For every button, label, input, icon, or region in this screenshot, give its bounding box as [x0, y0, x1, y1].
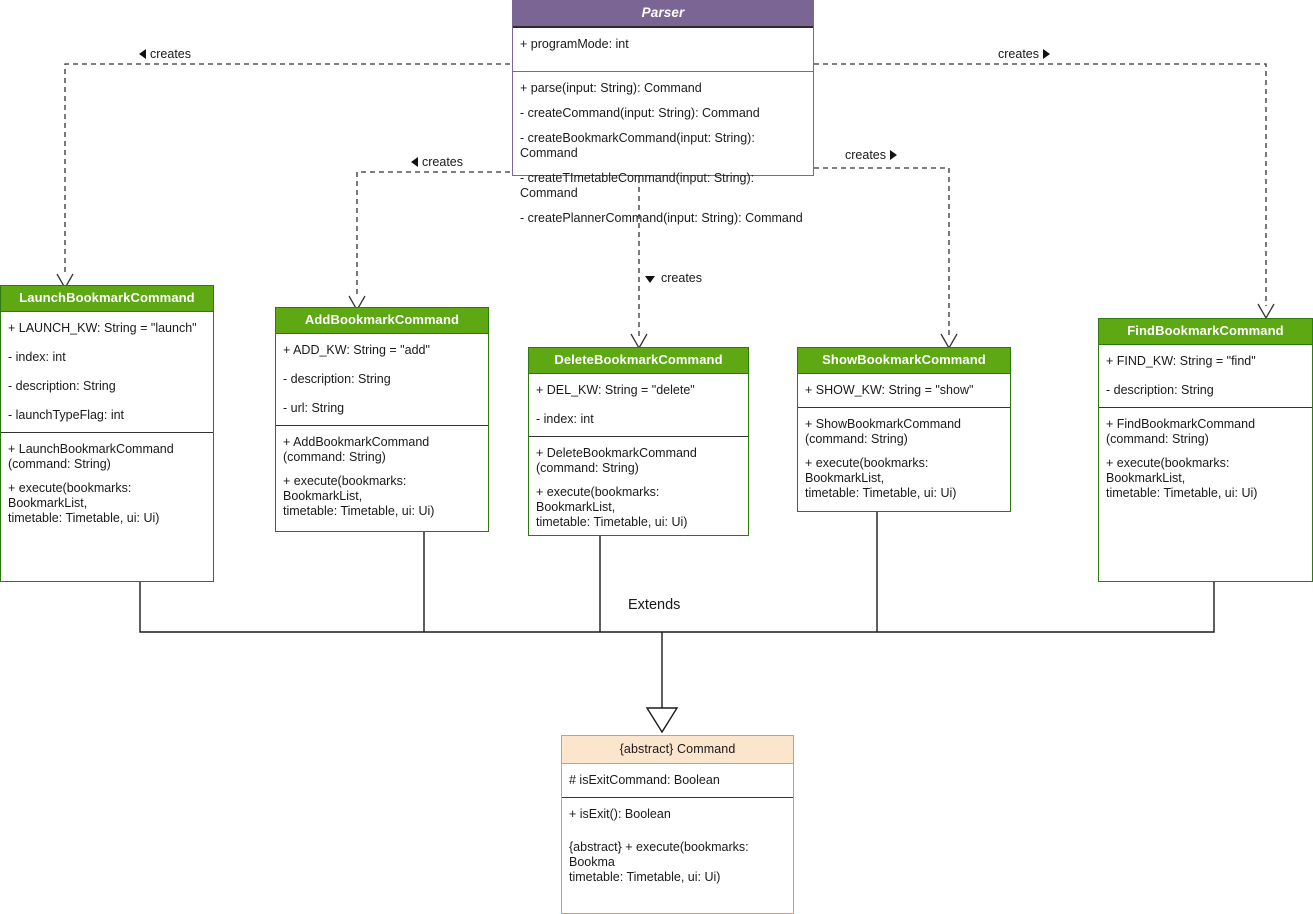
- class-operations-show-bookmark-command: + ShowBookmarkCommand (command: String) …: [798, 407, 1010, 519]
- class-attributes-abstract-command: # isExitCommand: Boolean: [562, 763, 793, 797]
- attribute-item: - index: int: [8, 350, 66, 364]
- class-box-add-bookmark-command[interactable]: AddBookmarkCommand + ADD_KW: String = "a…: [275, 307, 489, 532]
- attribute-item: - description: String: [283, 372, 391, 386]
- operation-item: + execute(bookmarks: BookmarkList, timet…: [283, 474, 435, 518]
- class-title-parser: Parser: [513, 1, 813, 26]
- operation-item: + execute(bookmarks: BookmarkList, timet…: [8, 481, 160, 525]
- attribute-item: + DEL_KW: String = "delete": [536, 383, 695, 397]
- attribute-item: - index: int: [536, 412, 594, 426]
- operation-item: + parse(input: String): Command: [520, 81, 702, 95]
- attribute-item: + SHOW_KW: String = "show": [805, 383, 974, 397]
- dependency-parser-to-launch: [56, 63, 510, 290]
- edge-label-creates-delete: creates: [645, 271, 702, 285]
- class-title-abstract-command: {abstract} Command: [562, 736, 793, 763]
- operation-item: + DeleteBookmarkCommand (command: String…: [536, 446, 697, 475]
- class-attributes-add-bookmark-command: + ADD_KW: String = "add" - description: …: [276, 333, 488, 425]
- attribute-item: - description: String: [8, 379, 116, 393]
- class-operations-delete-bookmark-command: + DeleteBookmarkCommand (command: String…: [529, 436, 748, 548]
- attribute-item: - launchTypeFlag: int: [8, 408, 125, 422]
- attribute-item: + programMode: int: [520, 37, 629, 51]
- class-title-show-bookmark-command: ShowBookmarkCommand: [798, 348, 1010, 373]
- edge-label-creates-show: creates: [845, 148, 897, 162]
- operation-item: {abstract} + execute(bookmarks: Bookma t…: [569, 840, 749, 884]
- edge-label-creates-find: creates: [998, 47, 1050, 61]
- operation-item: + execute(bookmarks: BookmarkList, timet…: [1106, 456, 1258, 500]
- class-attributes-show-bookmark-command: + SHOW_KW: String = "show": [798, 373, 1010, 407]
- operation-item: + AddBookmarkCommand (command: String): [283, 435, 430, 464]
- operation-item: + execute(bookmarks: BookmarkList, timet…: [805, 456, 957, 500]
- operation-item: - createPlannerCommand(input: String): C…: [520, 211, 803, 225]
- class-title-delete-bookmark-command: DeleteBookmarkCommand: [529, 348, 748, 373]
- class-title-launch-bookmark-command: LaunchBookmarkCommand: [1, 286, 213, 311]
- operation-item: - createBookmarkCommand(input: String): …: [520, 131, 755, 160]
- arrow-down-icon: [645, 276, 655, 283]
- arrow-right-icon: [1043, 49, 1050, 59]
- class-attributes-launch-bookmark-command: + LAUNCH_KW: String = "launch" - index: …: [1, 311, 213, 432]
- dependency-parser-to-add: [348, 171, 510, 312]
- arrow-left-icon: [139, 49, 146, 59]
- operation-item: + execute(bookmarks: BookmarkList, timet…: [536, 485, 688, 529]
- class-operations-find-bookmark-command: + FindBookmarkCommand (command: String) …: [1099, 407, 1312, 581]
- arrow-right-icon: [890, 150, 897, 160]
- class-title-add-bookmark-command: AddBookmarkCommand: [276, 308, 488, 333]
- attribute-item: + LAUNCH_KW: String = "launch": [8, 321, 197, 335]
- class-box-launch-bookmark-command[interactable]: LaunchBookmarkCommand + LAUNCH_KW: Strin…: [0, 285, 214, 582]
- operation-item: + FindBookmarkCommand (command: String): [1106, 417, 1256, 446]
- class-attributes-delete-bookmark-command: + DEL_KW: String = "delete" - index: int: [529, 373, 748, 436]
- arrow-left-icon: [411, 157, 418, 167]
- operation-item: - createTImetableCommand(input: String):…: [520, 171, 755, 200]
- dependency-parser-to-show: [814, 167, 958, 350]
- class-attributes-find-bookmark-command: + FIND_KW: String = "find" - description…: [1099, 344, 1312, 407]
- class-operations-abstract-command: + isExit(): Boolean {abstract} + execute…: [562, 797, 793, 913]
- class-box-find-bookmark-command[interactable]: FindBookmarkCommand + FIND_KW: String = …: [1098, 318, 1313, 582]
- edge-label-creates-add: creates: [411, 155, 463, 169]
- edge-label-extends: Extends: [628, 597, 681, 613]
- operation-item: - createCommand(input: String): Command: [520, 106, 760, 120]
- class-operations-parser: + parse(input: String): Command - create…: [513, 71, 813, 245]
- attribute-item: # isExitCommand: Boolean: [569, 773, 720, 787]
- class-box-parser[interactable]: Parser + programMode: int + parse(input:…: [512, 0, 814, 225]
- class-title-find-bookmark-command: FindBookmarkCommand: [1099, 319, 1312, 344]
- class-attributes-parser: + programMode: int: [513, 26, 813, 71]
- dependency-parser-to-find: [814, 63, 1275, 320]
- class-box-show-bookmark-command[interactable]: ShowBookmarkCommand + SHOW_KW: String = …: [797, 347, 1011, 512]
- attribute-item: + FIND_KW: String = "find": [1106, 354, 1256, 368]
- attribute-item: - url: String: [283, 401, 345, 415]
- class-box-delete-bookmark-command[interactable]: DeleteBookmarkCommand + DEL_KW: String =…: [528, 347, 749, 536]
- attribute-item: - description: String: [1106, 383, 1214, 397]
- attribute-item: + ADD_KW: String = "add": [283, 343, 430, 357]
- class-operations-launch-bookmark-command: + LaunchBookmarkCommand (command: String…: [1, 432, 213, 581]
- operation-item: + ShowBookmarkCommand (command: String): [805, 417, 961, 446]
- operation-item: + isExit(): Boolean: [569, 807, 671, 821]
- operation-item: + LaunchBookmarkCommand (command: String…: [8, 442, 174, 471]
- edge-label-creates-launch: creates: [139, 47, 191, 61]
- class-operations-add-bookmark-command: + AddBookmarkCommand (command: String) +…: [276, 425, 488, 537]
- class-box-abstract-command[interactable]: {abstract} Command # isExitCommand: Bool…: [561, 735, 794, 914]
